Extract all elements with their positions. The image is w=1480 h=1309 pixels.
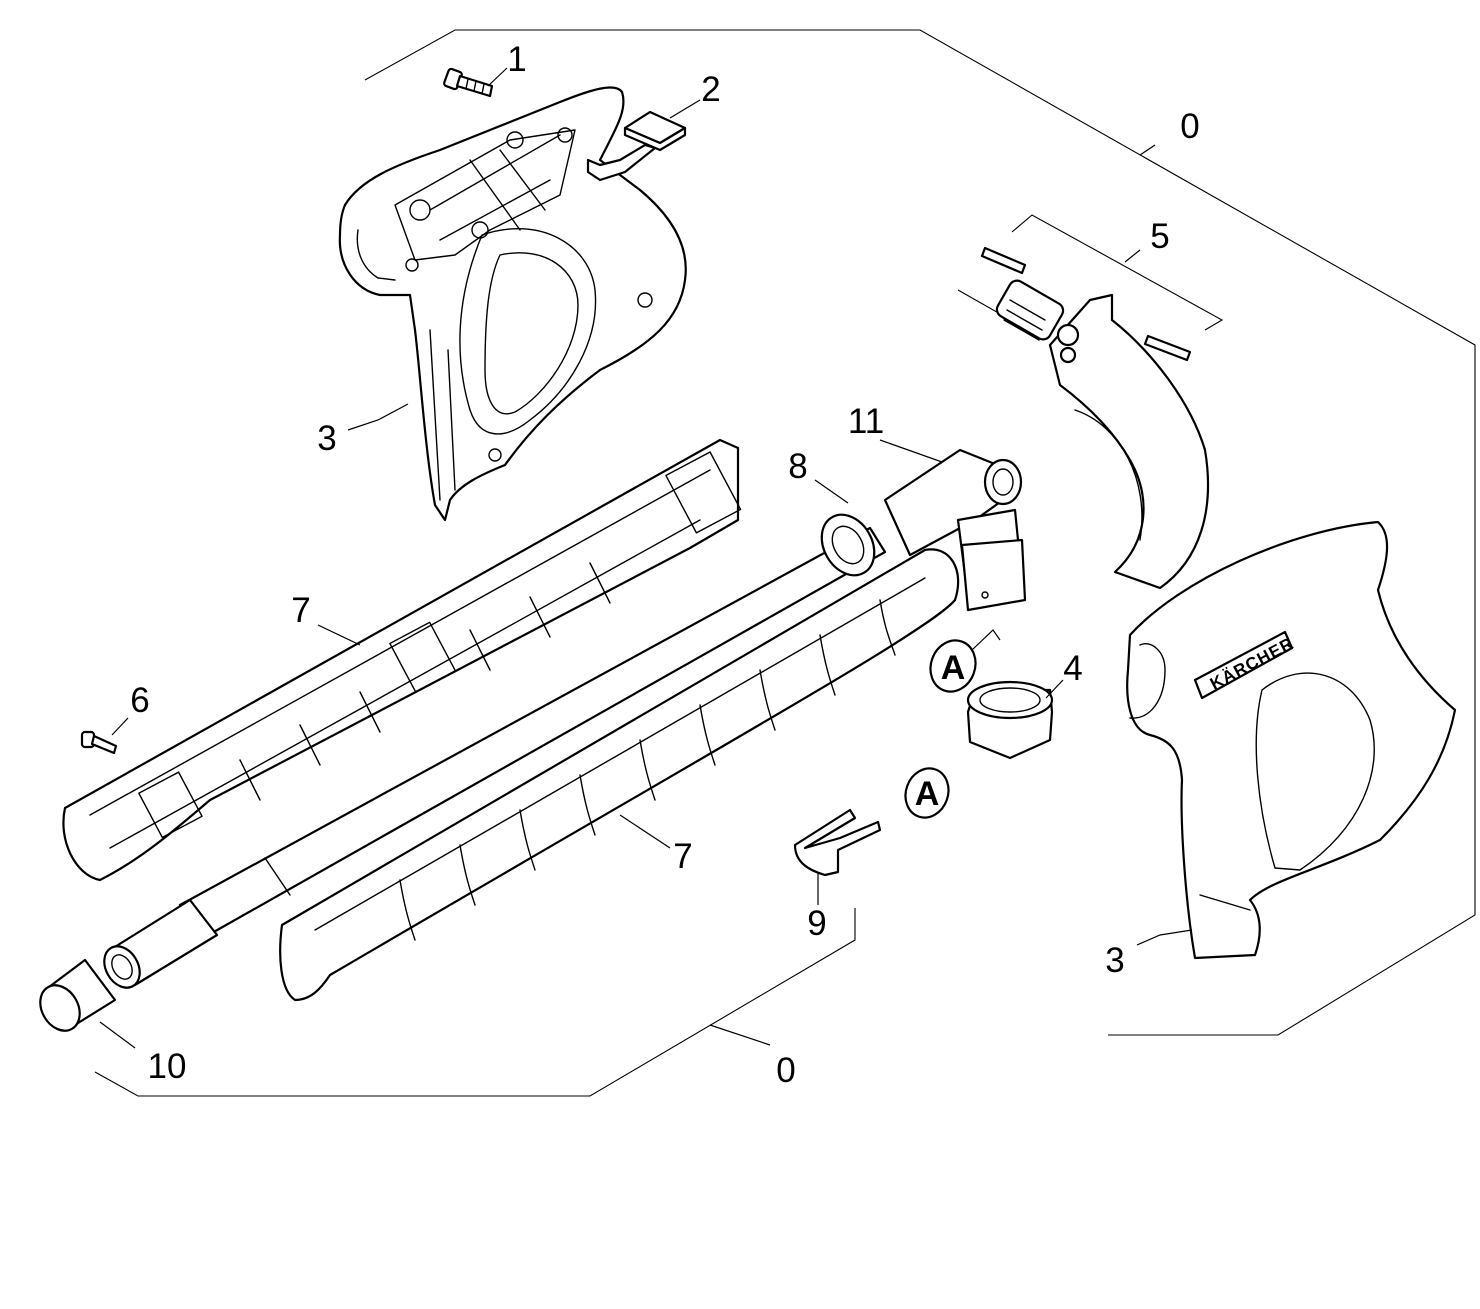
nut-4	[966, 680, 1054, 760]
callout-6: 6	[130, 681, 149, 720]
callout-2: 2	[701, 70, 720, 109]
callout-10: 10	[148, 1047, 187, 1086]
handle-shell-right: KÄRCHER	[1126, 520, 1457, 960]
assembly-outline-top	[364, 29, 1476, 1036]
clip-9	[793, 808, 882, 877]
callout-7-upper: 7	[291, 591, 310, 630]
lance-cover-lower-7	[279, 548, 960, 1002]
screw-1	[443, 67, 494, 98]
callout-3-left: 3	[317, 419, 336, 458]
elbow-connector-11	[883, 448, 1027, 612]
end-cap-10	[39, 958, 117, 1032]
callout-1: 1	[507, 40, 526, 79]
trigger-lock-2	[586, 110, 687, 182]
callout-0-top: 0	[1180, 107, 1199, 146]
callout-9: 9	[807, 904, 826, 943]
detail-badge-a-upper: A	[929, 629, 1001, 693]
screw-6	[80, 730, 118, 755]
callout-4: 4	[1063, 649, 1082, 688]
callout-7-lower: 7	[673, 837, 692, 876]
callout-11: 11	[848, 402, 884, 441]
trigger-5	[980, 246, 1210, 590]
lance-cover-upper-7	[62, 438, 742, 882]
seal-ring-8	[820, 513, 876, 577]
handle-shell-left	[338, 86, 687, 522]
callout-3-right: 3	[1105, 941, 1124, 980]
callout-8: 8	[788, 447, 807, 486]
callout-0-bottom: 0	[776, 1051, 795, 1090]
svg-text:A: A	[941, 649, 966, 687]
assembly-outline-bottom	[94, 908, 856, 1097]
callout-5: 5	[1150, 217, 1169, 256]
callout-labels: 0 1 2 3 5 11 8 7 6 4 7 9 3 10 0	[130, 40, 1199, 1090]
lance-tube	[103, 526, 887, 989]
detail-badge-a-lower: A	[904, 767, 950, 819]
leader-lines	[99, 67, 1193, 1049]
svg-text:A: A	[915, 775, 940, 813]
